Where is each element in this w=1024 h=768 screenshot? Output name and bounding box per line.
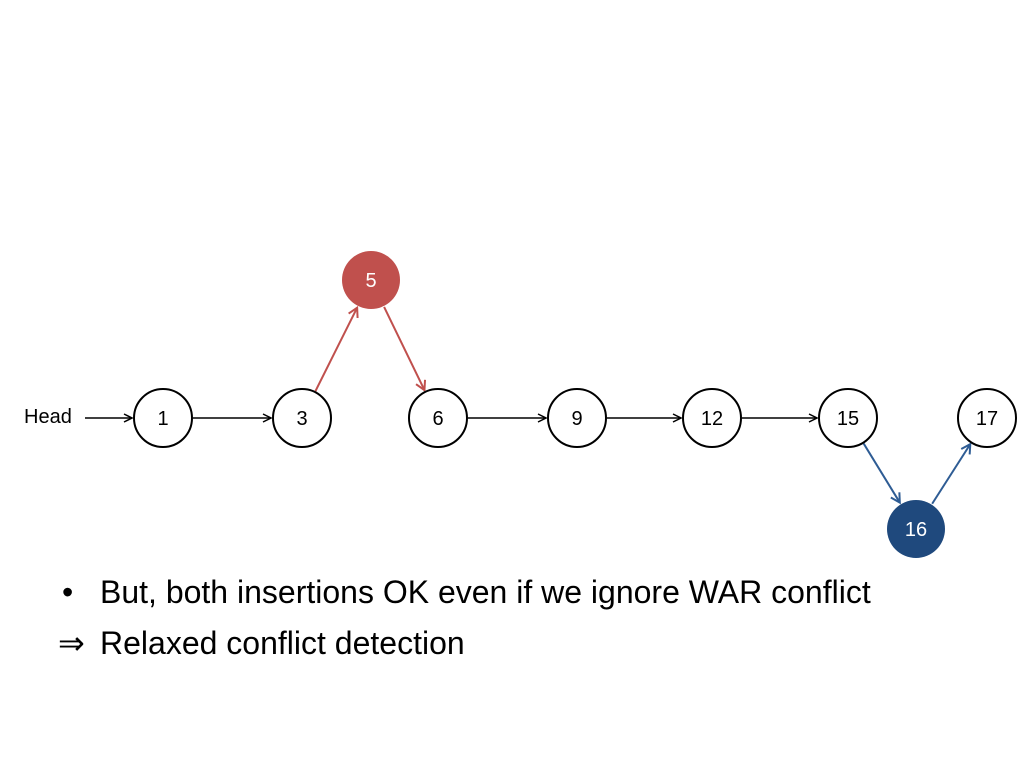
node-label: 17 — [976, 408, 998, 430]
list-node-3: 3 — [272, 388, 332, 448]
node-label: 15 — [837, 408, 859, 430]
node-circle — [818, 388, 878, 448]
list-node-5: 5 — [342, 251, 400, 309]
edge-arrow-n16-n17 — [931, 444, 970, 505]
edges — [85, 307, 970, 504]
bullet-item: • But, both insertions OK even if we ign… — [58, 574, 1008, 624]
bullet-marker: • — [62, 574, 74, 610]
node-circle — [547, 388, 607, 448]
bullet-marker: ⇒ — [58, 625, 85, 661]
list-node-1: 1 — [133, 388, 193, 448]
node-label: 3 — [296, 408, 307, 430]
list-node-6: 6 — [408, 388, 468, 448]
list-node-16: 16 — [887, 500, 945, 558]
bullet-text: Relaxed conflict detection — [100, 625, 465, 661]
node-label: 9 — [571, 408, 582, 430]
edge-arrow-n5-n6 — [383, 306, 424, 390]
node-circle — [342, 251, 400, 309]
edge-arrow-n15-n16 — [862, 443, 900, 503]
head-label: Head — [24, 406, 72, 428]
node-circle — [887, 500, 945, 558]
node-label: 16 — [905, 519, 927, 541]
node-circle — [408, 388, 468, 448]
edge-arrow-n3-n5 — [314, 308, 357, 392]
list-node-12: 12 — [682, 388, 742, 448]
bullet-item: ⇒ Relaxed conflict detection — [58, 624, 1008, 674]
list-node-9: 9 — [547, 388, 607, 448]
bullet-list: • But, both insertions OK even if we ign… — [58, 574, 1008, 674]
node-circle — [133, 388, 193, 448]
node-label: 1 — [157, 408, 168, 430]
node-circle — [682, 388, 742, 448]
node-circle — [957, 388, 1017, 448]
bullet-text: But, both insertions OK even if we ignor… — [100, 574, 871, 610]
node-circle — [272, 388, 332, 448]
list-node-17: 17 — [957, 388, 1017, 448]
node-label: 12 — [701, 408, 723, 430]
nodes: 1 3 5 6 9 12 15 16 17 — [133, 251, 1017, 558]
node-label: 5 — [365, 270, 376, 292]
list-node-15: 15 — [818, 388, 878, 448]
node-label: 6 — [432, 408, 443, 430]
